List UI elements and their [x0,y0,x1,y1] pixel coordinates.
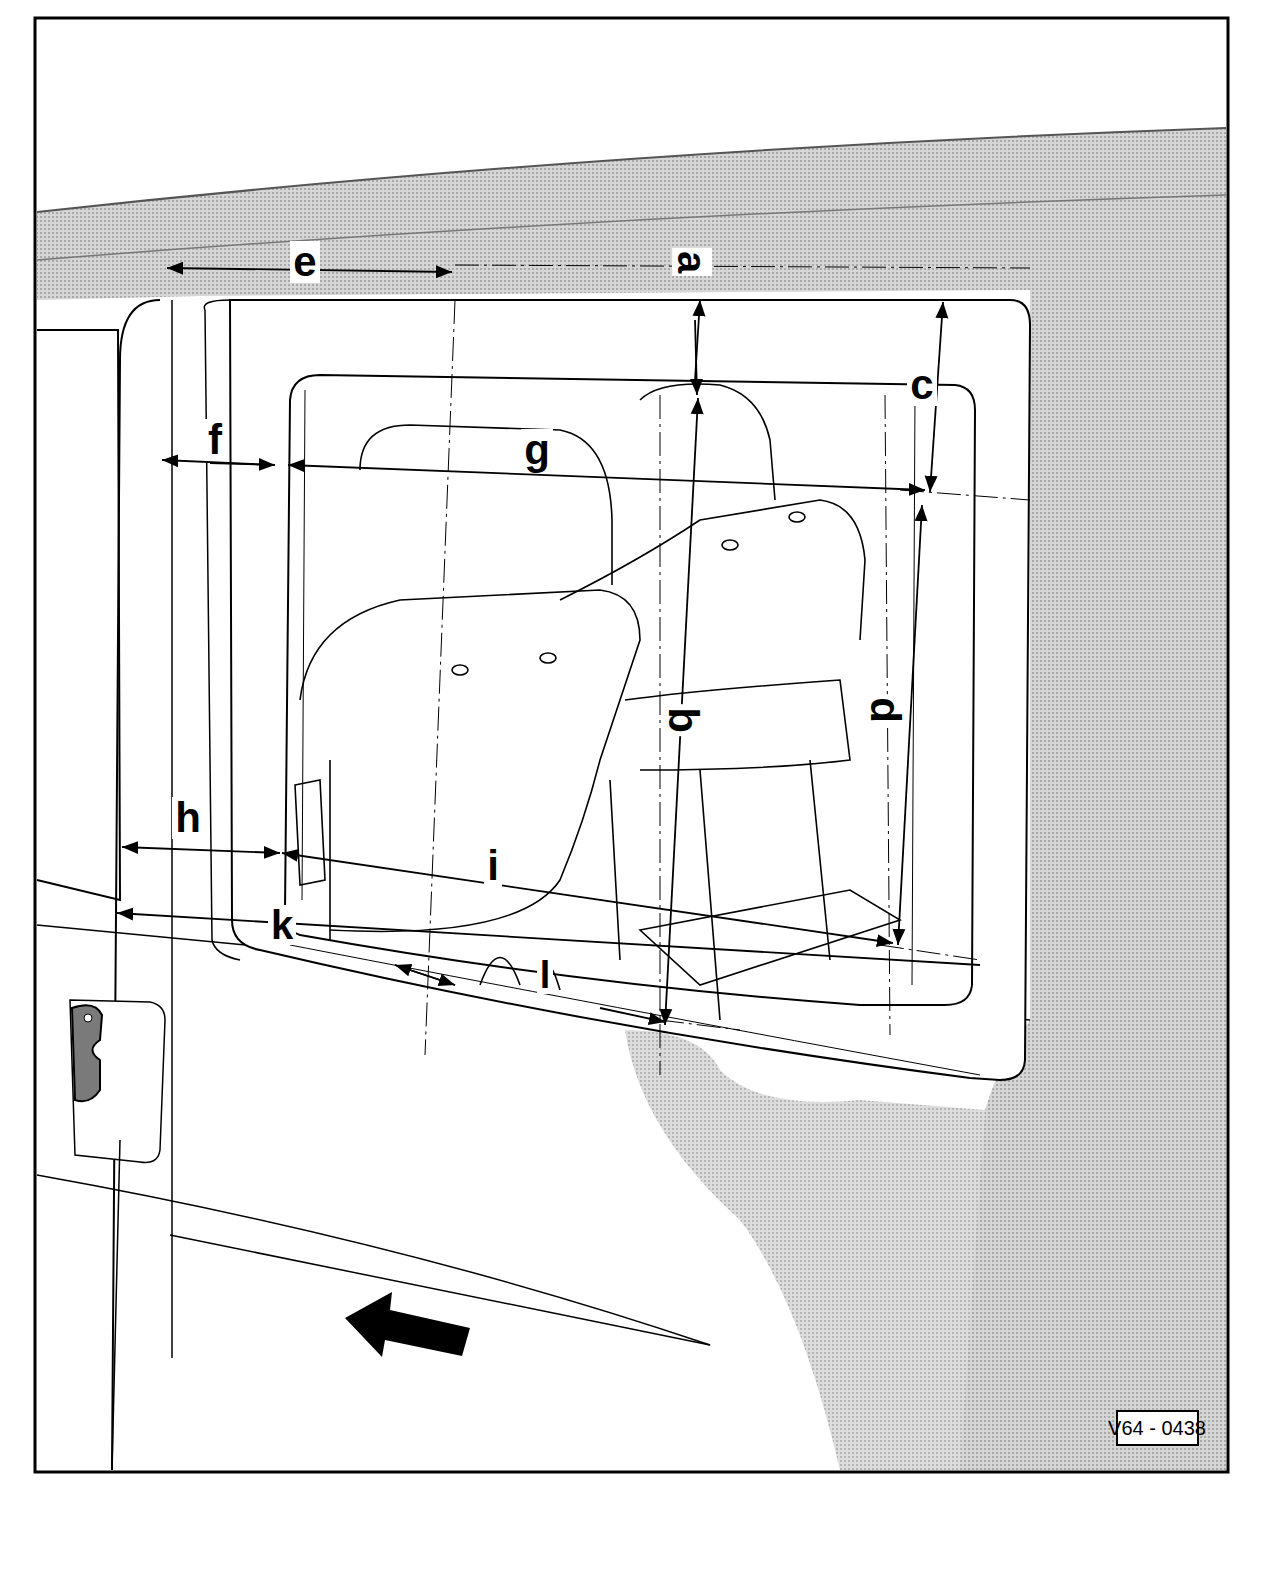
dimension-letter: i [484,845,502,887]
dimension-letter: l [537,956,554,994]
dimension-letter: g [521,429,553,471]
dimension-letter: b [662,704,704,736]
dimension-letter: e [290,241,319,283]
drawing-number: V64 - 0438 [1105,1418,1209,1438]
dimension-letter: k [268,905,296,945]
dimension-letter: f [205,419,225,461]
dimension-letter: h [172,797,204,839]
dimension-letter: d [864,694,906,726]
dimension-letter: a [672,248,712,276]
dimension-letter: c [907,364,936,406]
